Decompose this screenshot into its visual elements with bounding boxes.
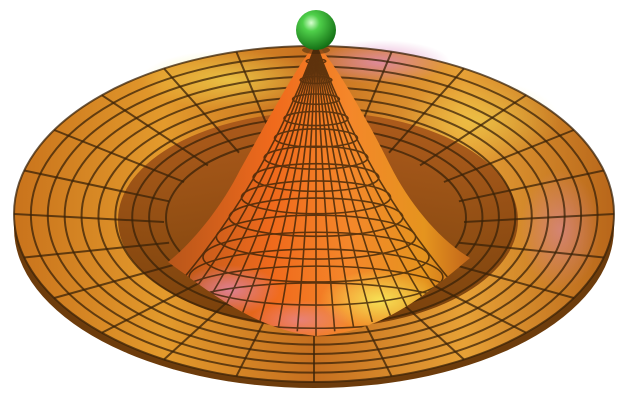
brim-radial-line	[24, 169, 170, 203]
peak-meridian-line	[315, 44, 448, 304]
brim-radial-line	[419, 277, 527, 334]
brim-radial-line	[443, 129, 575, 183]
peak-meridian-line	[315, 44, 374, 323]
peak-meridian-line	[240, 44, 317, 318]
peak-meridian-line	[315, 44, 467, 300]
brim-radial-line	[24, 241, 170, 259]
brim-radial-line	[419, 94, 527, 167]
peak-meridian-line	[202, 44, 317, 309]
peak-meridian-line	[315, 44, 355, 327]
brim-radial-line	[458, 169, 604, 203]
brim-radial-line	[463, 213, 615, 223]
peak-meridian-line	[296, 44, 317, 332]
central-peak	[168, 44, 470, 336]
sphere-icon	[296, 10, 336, 54]
brim-radial-line	[101, 277, 209, 334]
brim-radial-line	[443, 261, 575, 299]
peak-meridian-line	[315, 44, 336, 332]
brim-radial-line	[163, 67, 240, 154]
brim-radial-line	[388, 67, 465, 154]
peak-meridian-line	[168, 44, 317, 300]
brim-radial-line	[458, 241, 604, 259]
peak-meridian-line	[277, 44, 317, 327]
peak-meridian-line	[315, 44, 392, 318]
brim-radial-line	[13, 213, 165, 223]
peak-meridian-line	[315, 44, 430, 309]
peak-grid	[168, 44, 470, 336]
brim-radial-line	[101, 94, 209, 167]
peak-meridian-line	[315, 44, 411, 313]
brim-radial-line	[53, 261, 185, 299]
brim-radial-line	[53, 129, 185, 183]
peak-meridian-line	[184, 44, 317, 304]
peak-meridian-line	[258, 44, 317, 323]
peak-meridian-line	[221, 44, 317, 313]
